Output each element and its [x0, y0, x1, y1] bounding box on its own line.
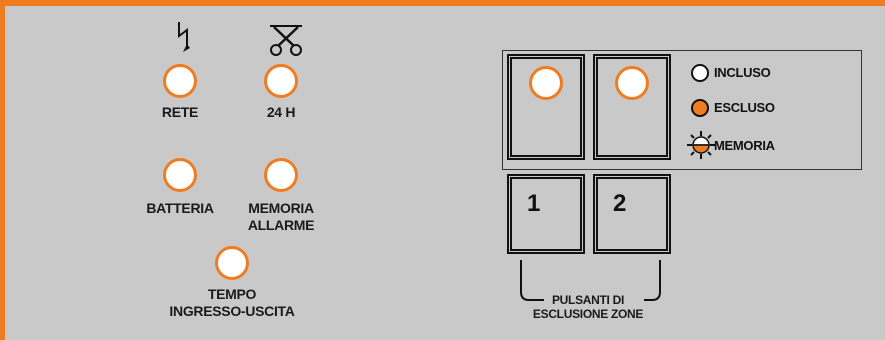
tempo-label-line1: TEMPO — [207, 286, 257, 302]
tempo-led — [215, 246, 249, 280]
memoria-allarme-led — [264, 158, 298, 192]
memoria-blink-icon — [687, 131, 715, 159]
button-caption-bracket — [520, 260, 661, 301]
batteria-label: BATTERIA — [146, 200, 214, 216]
zone2-number: 2 — [613, 190, 627, 217]
buttons-caption-line1: PULSANTI DI — [551, 293, 625, 307]
batteria-led — [163, 158, 197, 192]
zone1-led-window — [507, 54, 585, 160]
zone2-led-window — [593, 54, 671, 160]
memoria-label: MEMORIA — [714, 138, 775, 153]
zone2-led — [615, 66, 649, 100]
zone-status-box — [502, 50, 862, 170]
rete-label: RETE — [161, 104, 199, 120]
incluso-dot — [691, 64, 709, 82]
tempo-label-line2: INGRESSO-USCITA — [169, 303, 295, 319]
rete-led — [163, 64, 197, 98]
memoria-allarme-label-line2: ALLARME — [247, 217, 315, 233]
zone2-exclude-button[interactable]: 2 — [593, 174, 671, 254]
zone1-led — [529, 66, 563, 100]
zone1-number: 1 — [527, 190, 541, 217]
scissors-icon — [270, 25, 302, 56]
24h-led — [264, 64, 298, 98]
escluso-dot — [691, 99, 709, 117]
escluso-label: ESCLUSO — [714, 100, 775, 115]
lightning-bolt-icon — [178, 22, 190, 52]
memoria-allarme-label-line1: MEMORIA — [248, 200, 314, 216]
24h-label: 24 H — [266, 104, 296, 120]
zone1-exclude-button[interactable]: 1 — [507, 174, 585, 254]
incluso-label: INCLUSO — [714, 65, 771, 80]
buttons-caption-line2: ESCLUSIONE ZONE — [532, 307, 644, 321]
